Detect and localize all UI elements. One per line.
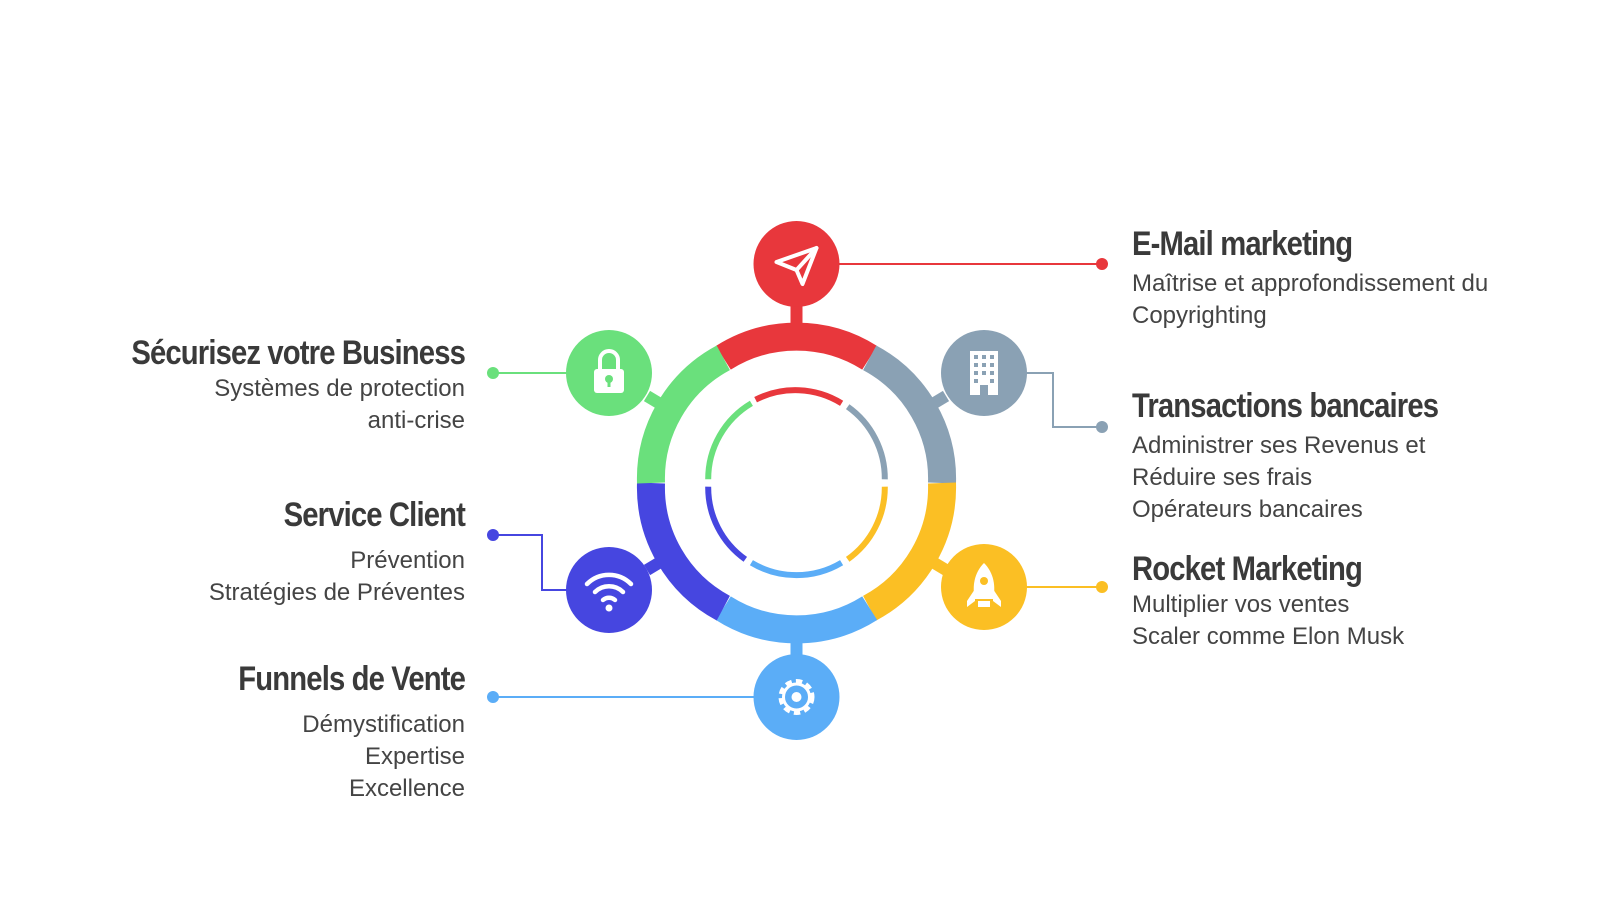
building-icon — [970, 351, 998, 395]
spokes — [643, 300, 950, 667]
wifi-icon — [584, 572, 634, 612]
leader-lines — [487, 258, 1108, 703]
label-line: Expertise — [364, 743, 465, 770]
outer-ring — [636, 322, 957, 644]
node-rocket-marketing — [941, 544, 1027, 630]
leader-dot-rocket-marketing — [1096, 581, 1108, 593]
label-line: Excellence — [348, 775, 465, 802]
outer-ring-segment-rocket-marketing — [862, 482, 957, 621]
inner-ring-segment-transactions-bancaires — [845, 404, 888, 480]
outer-ring-segment-service-client — [636, 482, 731, 621]
spoke-rocket-marketing — [917, 549, 950, 576]
inner-ring-segment-service-client — [705, 486, 748, 562]
label-line: Copyrighting — [1132, 302, 1267, 329]
inner-ring-segment-securisez-votre-business — [705, 400, 753, 480]
inner-ring-segment-email-marketing — [754, 387, 844, 406]
node-securisez-votre-business — [566, 330, 652, 416]
outer-ring-segment-funnels-de-vente — [715, 596, 878, 644]
leader-dot-email-marketing — [1096, 258, 1108, 270]
label-line: anti-crise — [367, 407, 465, 434]
label-line: Scaler comme Elon Musk — [1132, 623, 1405, 650]
paper-plane-icon — [774, 246, 819, 286]
inner-ring-segment-rocket-marketing — [845, 486, 888, 562]
label-line: Démystification — [302, 711, 465, 738]
leader-dot-service-client — [487, 529, 499, 541]
spoke-securisez-votre-business — [643, 390, 676, 417]
lock-icon — [594, 349, 624, 393]
label-title: Transactions bancaires — [1132, 387, 1439, 425]
label-transactions-bancaires: Transactions bancaires Administrer ses R… — [1132, 386, 1552, 526]
label-line: Maîtrise et approfondissement du — [1132, 270, 1489, 297]
outer-ring-segment-transactions-bancaires — [862, 345, 957, 484]
label-line: Opérateurs bancaires — [1132, 496, 1363, 523]
label-line: Multiplier vos ventes — [1132, 591, 1350, 618]
inner-ring — [705, 387, 888, 579]
leader-dot-transactions-bancaires — [1096, 421, 1108, 433]
label-service-client: Service Client Prévention Stratégies de … — [45, 495, 466, 609]
spoke-service-client — [643, 549, 676, 576]
node-service-client — [566, 547, 652, 633]
leader-dot-securisez-votre-business — [487, 367, 499, 379]
label-line: Prévention — [350, 547, 465, 574]
label-line: Réduire ses frais — [1132, 464, 1313, 491]
label-title: Sécurisez votre Business — [131, 334, 466, 372]
label-rocket-marketing: Rocket Marketing Multiplier vos ventes S… — [1132, 549, 1552, 653]
label-securisez-votre-business: Sécurisez votre Business Systèmes de pro… — [45, 333, 466, 437]
node-funnels-de-vente — [753, 654, 840, 740]
label-line: Systèmes de protection — [214, 375, 465, 402]
gear-icon — [778, 679, 815, 715]
rocket-icon — [967, 563, 1001, 607]
node-email-marketing — [753, 221, 840, 307]
leader-line-service-client — [493, 534, 567, 591]
label-title: Service Client — [283, 496, 466, 534]
leader-line-transactions-bancaires — [1026, 372, 1102, 428]
label-title: Funnels de Vente — [238, 660, 466, 698]
leader-dot-funnels-de-vente — [487, 691, 499, 703]
label-email-marketing: E-Mail marketing Maîtrise et approfondis… — [1132, 224, 1552, 332]
label-funnels-de-vente: Funnels de Vente Démystification Experti… — [45, 659, 466, 805]
node-transactions-bancaires — [941, 330, 1027, 416]
label-title: E-Mail marketing — [1132, 225, 1353, 263]
label-line: Stratégies de Préventes — [208, 579, 465, 606]
inner-ring-segment-funnels-de-vente — [749, 560, 844, 579]
label-title: Rocket Marketing — [1132, 550, 1363, 588]
spoke-transactions-bancaires — [917, 390, 950, 417]
outer-ring-segment-email-marketing — [715, 322, 878, 370]
label-line: Administrer ses Revenus et — [1132, 432, 1426, 459]
